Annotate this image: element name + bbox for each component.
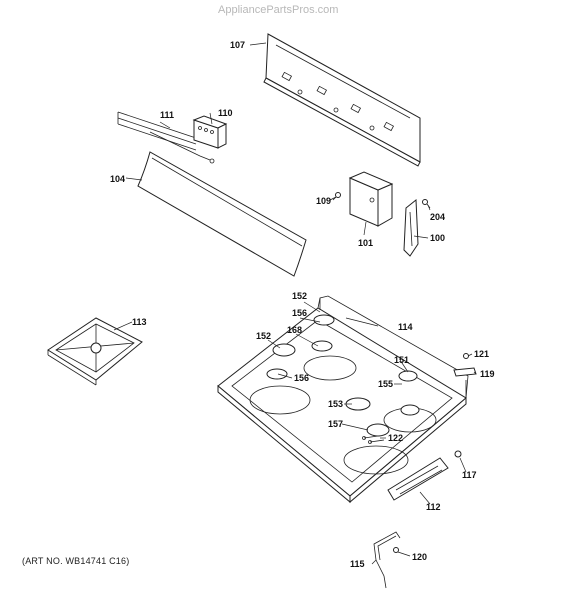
wire-harness: [117, 111, 215, 164]
callout-168: 168: [287, 325, 302, 335]
callout-121: 121: [474, 349, 489, 359]
callout-labels: 107 111 110 104 109 204 101 100 152 114 …: [110, 40, 495, 569]
callout-156-mid: 156: [294, 373, 309, 383]
callout-100: 100: [430, 233, 445, 243]
callout-153: 153: [328, 399, 343, 409]
callout-151: 151: [394, 355, 409, 365]
callout-111: 111: [160, 110, 174, 120]
terminal-block: [192, 115, 228, 149]
insulation-strip: [387, 457, 449, 501]
callout-122: 122: [388, 433, 403, 443]
screw-109: [332, 192, 341, 201]
hinge-bracket: [453, 353, 477, 377]
callout-157: 157: [328, 419, 343, 429]
callout-152-left: 152: [256, 331, 271, 341]
grommet-117: [454, 450, 462, 458]
burner-heads: [266, 314, 420, 437]
watermark: AppliancePartsPros.com: [218, 4, 339, 16]
callout-152-top: 152: [292, 291, 307, 301]
igniters: [362, 435, 385, 444]
callout-119: 119: [480, 369, 495, 379]
backguard-panel: [263, 33, 421, 167]
callout-109: 109: [316, 196, 331, 206]
end-bracket-100: [403, 198, 419, 257]
spark-module-rod: [373, 531, 401, 589]
callout-110: 110: [218, 108, 233, 118]
art-number: (ART NO. WB14741 C16): [22, 556, 130, 566]
callout-120: 120: [412, 552, 427, 562]
callout-114: 114: [398, 322, 413, 332]
callout-155: 155: [378, 379, 393, 389]
callout-104: 104: [110, 174, 125, 184]
callout-112: 112: [426, 502, 441, 512]
control-panel-glass: [137, 151, 307, 277]
callout-117: 117: [462, 470, 477, 480]
burner-grate: [47, 317, 143, 386]
leader-lines: [113, 42, 477, 565]
callout-156-top: 156: [292, 308, 307, 318]
bracket-101: [348, 171, 394, 227]
callout-204: 204: [430, 212, 445, 222]
callout-107: 107: [230, 40, 245, 50]
callout-115: 115: [350, 559, 365, 569]
callout-113: 113: [132, 317, 147, 327]
callout-101: 101: [358, 238, 373, 248]
